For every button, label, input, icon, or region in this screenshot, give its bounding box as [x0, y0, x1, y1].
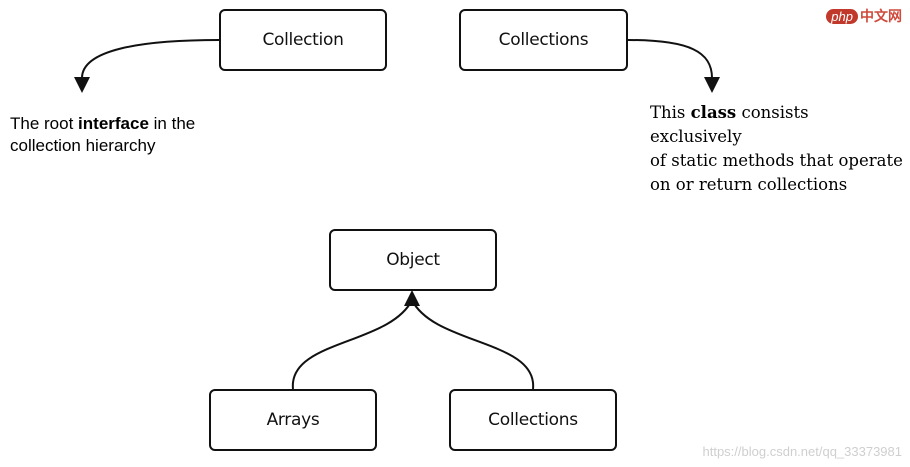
- collections-top-label: Collections: [498, 30, 589, 50]
- collection-description: The root interface in the collection hie…: [10, 113, 230, 157]
- collection-box: Collection: [219, 9, 387, 71]
- arrowhead-collections-note: [704, 77, 720, 93]
- collections-box-top: Collections: [459, 9, 628, 71]
- object-box: Object: [329, 229, 497, 291]
- collections-description-line3: on or return collections: [650, 175, 848, 194]
- php-logo-badge: php: [826, 9, 858, 24]
- interface-keyword: interface: [78, 114, 149, 133]
- collection-description-line2: collection hierarchy: [10, 136, 156, 155]
- connector-collections-to-note: [627, 39, 713, 79]
- collections-bottom-label: Collections: [488, 410, 578, 430]
- collections-box-bottom: Collections: [449, 389, 617, 451]
- collection-label: Collection: [262, 30, 344, 50]
- class-keyword: class: [690, 103, 737, 122]
- inheritance-arrowhead: [404, 290, 420, 306]
- collections-description: This class consists exclusively of stati…: [650, 101, 905, 197]
- connector-arrays-to-object: [291, 299, 413, 390]
- connector-collections-to-object: [411, 299, 535, 390]
- collection-description-line1: The root interface in the: [10, 114, 196, 133]
- arrays-box: Arrays: [209, 389, 377, 451]
- connector-collection-to-note: [81, 39, 220, 79]
- collections-description-line1: This class consists exclusively: [650, 103, 809, 146]
- arrays-label: Arrays: [266, 410, 320, 430]
- collections-description-line2: of static methods that operate: [650, 151, 903, 170]
- arrowhead-collection-note: [74, 77, 90, 93]
- object-label: Object: [386, 250, 440, 270]
- source-url-watermark: https://blog.csdn.net/qq_33373981: [702, 444, 903, 459]
